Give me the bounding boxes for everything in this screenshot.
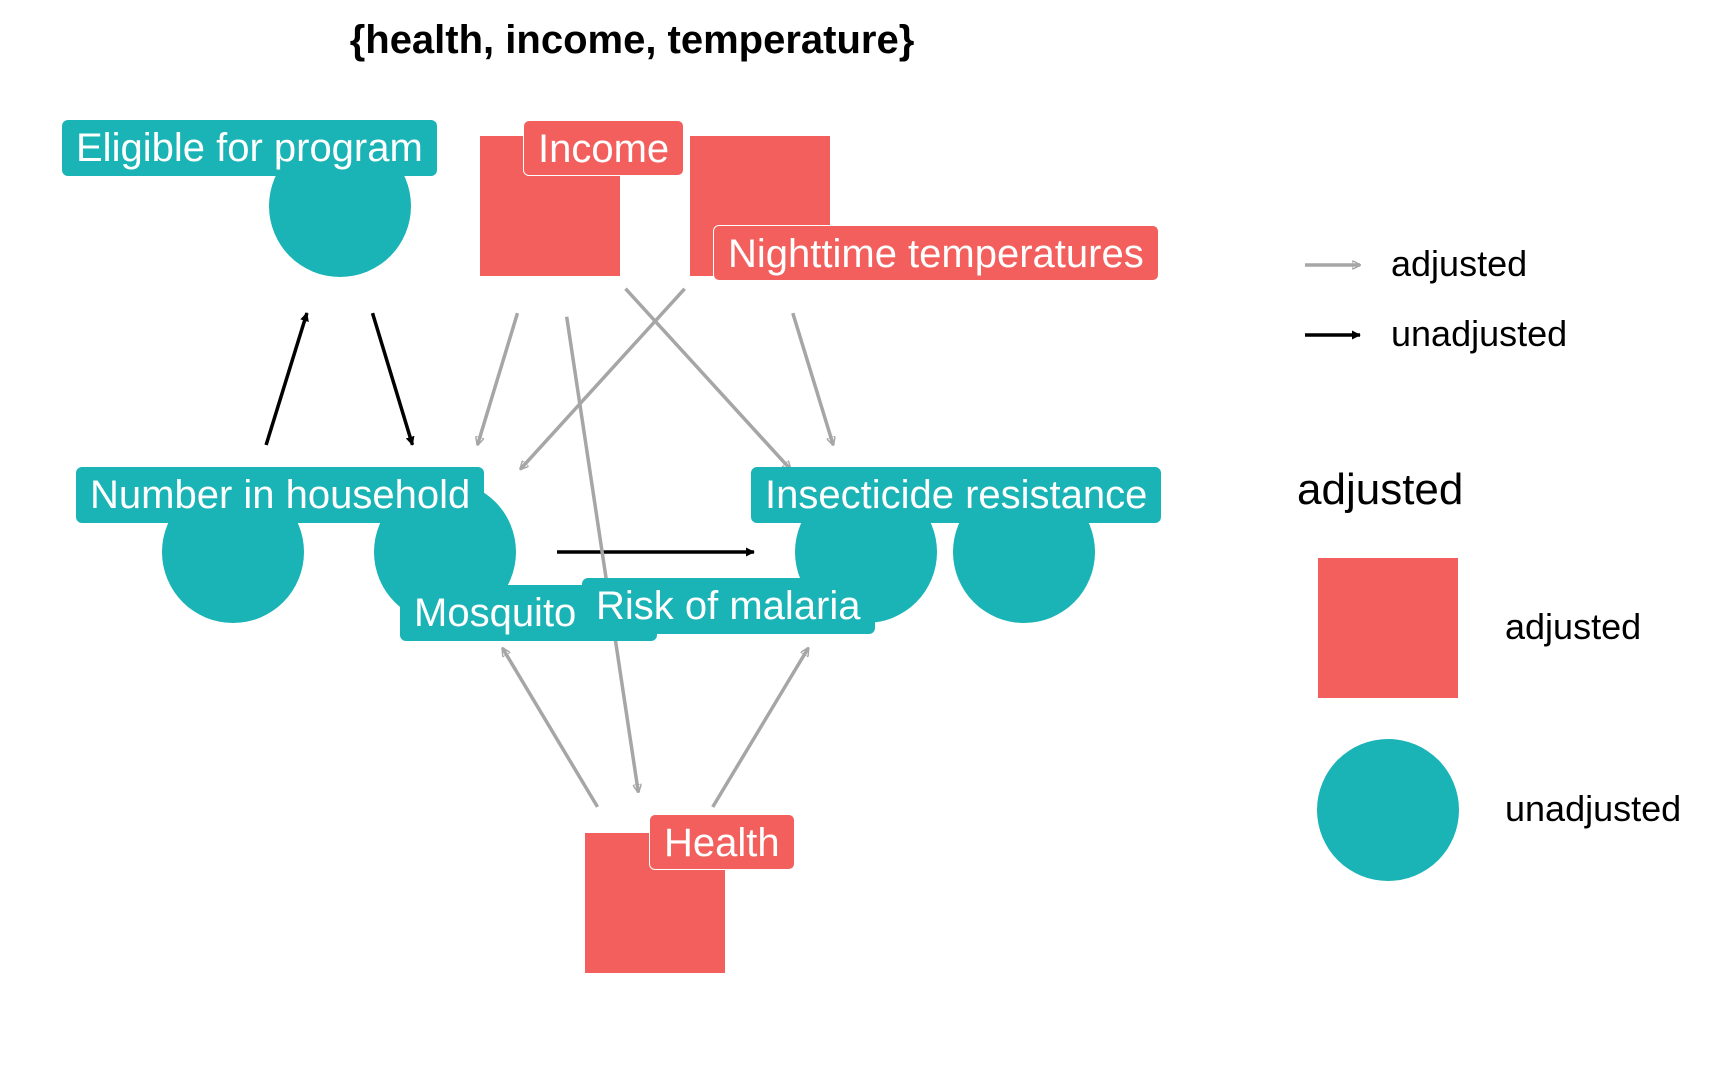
node-label-malaria: Risk of malaria (582, 578, 875, 634)
legend-node-key-adjusted (1318, 558, 1458, 698)
edge-household-to-eligible (264, 312, 309, 446)
node-label-insecticide: Insecticide resistance (751, 467, 1162, 523)
legend-edge-label-unadjusted: unadjusted (1391, 313, 1568, 354)
node-label-income: Income (523, 120, 685, 176)
edge-layer (264, 287, 833, 808)
diagram-title: {health, income, temperature} (349, 18, 915, 62)
edge-temperature-to-mosquito (520, 287, 686, 469)
edge-income-to-health (564, 316, 639, 792)
edge-income-to-mosquito (478, 312, 520, 445)
edge-health-to-malaria (711, 648, 810, 808)
legend-node-title: adjusted (1297, 465, 1464, 514)
edge-income-to-malaria (624, 287, 791, 470)
edge-eligible-to-mosquito (370, 312, 415, 446)
edge-temperature-to-malaria (791, 312, 833, 445)
edge-health-to-mosquito (501, 648, 599, 808)
legend-node-key-unadjusted (1317, 739, 1459, 881)
node-label-health: Health (649, 814, 795, 870)
legend (1305, 265, 1459, 881)
legend-node-label-unadjusted: unadjusted (1505, 788, 1682, 829)
node-label-household: Number in household (76, 467, 485, 523)
legend-edge-label-adjusted: adjusted (1391, 243, 1528, 284)
node-label-eligible: Eligible for program (62, 120, 437, 176)
node-label-temperature: Nighttime temperatures (713, 225, 1159, 281)
legend-node-label-adjusted: adjusted (1505, 606, 1642, 647)
